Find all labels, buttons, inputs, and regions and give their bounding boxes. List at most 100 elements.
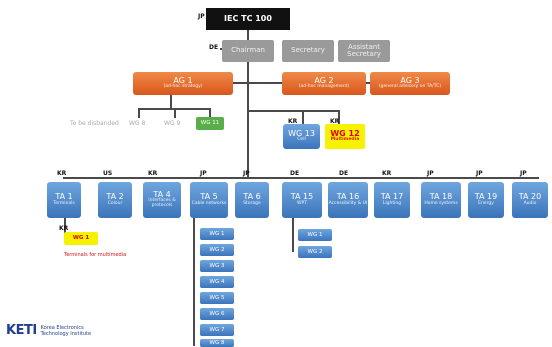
ta5-wg-box[interactable]: WG 1: [200, 228, 234, 240]
ta-sub: Accessibility & UI: [328, 200, 368, 206]
ta1-wg1-box[interactable]: WG 1: [64, 232, 98, 245]
ta-label: TA 5: [200, 192, 218, 202]
wg13-box[interactable]: WG 13 Cell: [283, 124, 320, 149]
ta20-box[interactable]: TA 20 Audio: [512, 182, 548, 218]
wg-label: WG 6: [209, 311, 225, 317]
country-flag: KR: [382, 170, 392, 177]
ta5-wg-box[interactable]: WG 4: [200, 276, 234, 288]
ta-sub: Lighting: [382, 200, 402, 206]
advisory-group-ag2[interactable]: AG 2 (ad-hoc management): [282, 72, 366, 95]
ta-label: TA 2: [106, 192, 124, 202]
wg-label: WG 1: [307, 232, 323, 238]
country-flag: US: [103, 170, 113, 177]
ta-sub: WPT: [297, 200, 307, 206]
wg-label: WG 1: [209, 231, 225, 237]
ta-label: TA 19: [474, 192, 498, 202]
ta5-box[interactable]: TA 5 Cable networks: [190, 182, 228, 218]
connector-main-vertical: [247, 28, 249, 178]
connector-ta5-sub: [193, 218, 195, 346]
wg-label: WG 13: [288, 128, 315, 138]
ag-sub: (ad-hoc strategy): [163, 84, 203, 90]
ag-label: AG 1: [173, 75, 193, 85]
connector-inactive-drop1: [138, 108, 140, 118]
ta5-wg-box[interactable]: WG 5: [200, 292, 234, 304]
ta-label: TA 18: [429, 192, 453, 202]
ta5-wg-box[interactable]: WG 3: [200, 260, 234, 272]
connector-ta15-sub: [292, 218, 294, 252]
connector-wg-bar: [247, 110, 339, 112]
country-flag: JP: [476, 170, 483, 177]
country-flag: JP: [427, 170, 434, 177]
wg-label: WG 2: [209, 247, 225, 253]
ta18-box[interactable]: TA 18 Home systems: [421, 182, 461, 218]
wg-label: WG 7: [209, 327, 225, 333]
wg-label: WG 3: [209, 263, 225, 269]
ta-sub: Energy: [478, 200, 494, 206]
ta-label: TA 17: [380, 192, 404, 202]
ta-label: TA 4: [153, 190, 171, 200]
tc100-root-box[interactable]: IEC TC 100: [206, 8, 290, 30]
keti-logo: KETI Korea Electronics Technology Instit…: [6, 323, 91, 338]
ta5-wg-box[interactable]: WG 8: [200, 339, 234, 347]
country-flag: DE: [290, 170, 300, 177]
ta4-box[interactable]: TA 4 Interfaces & protocols: [143, 182, 181, 218]
country-flag: KR: [57, 170, 67, 177]
ta17-box[interactable]: TA 17 Lighting: [374, 182, 410, 218]
connector-ag1-branch: [170, 94, 172, 108]
disbanded-note: To be disbanded: [70, 120, 119, 127]
country-flag: KR: [148, 170, 158, 177]
ta2-box[interactable]: TA 2 Colour: [98, 182, 132, 218]
wg-label: WG 12: [330, 128, 360, 138]
wg-label: WG 2: [307, 249, 323, 255]
connector-ta1-sub: [64, 218, 66, 238]
ta-label: TA 1: [55, 192, 73, 202]
wg12-box[interactable]: WG 12 Multimedia: [325, 124, 365, 149]
ta15-box[interactable]: TA 15 WPT: [282, 182, 322, 218]
ta-sub: Terminals: [53, 200, 75, 206]
wg-label: WG 1: [72, 234, 90, 241]
ta-sub: Cable networks: [191, 200, 227, 206]
ta-sub: Storage: [243, 200, 261, 206]
country-flag: JP: [520, 170, 527, 177]
logo-line2: Technology Institute: [40, 330, 92, 337]
ag-sub: (general advisory on TA/TC): [378, 84, 442, 90]
ta-label: TA 16: [336, 192, 360, 202]
ta5-wg-box[interactable]: WG 7: [200, 324, 234, 336]
ta15-wg-box[interactable]: WG 1: [298, 229, 332, 241]
wg11-box[interactable]: WG 11: [196, 117, 224, 130]
country-flag: KR: [288, 118, 298, 125]
officer-label: Assistant Secretary: [347, 42, 381, 58]
ta-sub: Colour: [107, 200, 123, 206]
logo-line1: Korea Electronics: [40, 324, 84, 331]
ta-sub: Audio: [523, 200, 537, 206]
inactive-wg: WG 8: [129, 120, 146, 127]
ta-sub: Home systems: [424, 200, 458, 206]
ta1-box[interactable]: TA 1 Terminals: [47, 182, 81, 218]
wg-label: WG 4: [209, 279, 225, 285]
ta15-wg-box[interactable]: WG 2: [298, 246, 332, 258]
country-flag: KR: [59, 225, 69, 232]
country-flag: DE: [339, 170, 349, 177]
inactive-wg: WG 9: [164, 120, 181, 127]
connector-wg12-drop: [338, 110, 340, 124]
country-flag: DE: [209, 44, 219, 51]
ta-label: TA 20: [518, 192, 542, 202]
ag-label: AG 2: [314, 75, 334, 85]
advisory-group-ag3[interactable]: AG 3 (general advisory on TA/TC): [370, 72, 450, 95]
advisory-group-ag1[interactable]: AG 1 (ad-hoc strategy): [133, 72, 233, 95]
ta5-wg-box[interactable]: WG 6: [200, 308, 234, 320]
connector-inactive-drop2: [174, 108, 176, 118]
ta16-box[interactable]: TA 16 Accessibility & UI: [328, 182, 368, 218]
officer-chairman[interactable]: Chairman: [222, 40, 274, 62]
country-flag: JP: [200, 170, 207, 177]
ta1-wg1-note: Terminals for multimedia: [64, 252, 127, 258]
ta-label: TA 6: [243, 192, 261, 202]
officer-assistant-secretary[interactable]: Assistant Secretary: [338, 40, 390, 62]
wg-sub: Multimedia: [330, 137, 360, 143]
officer-secretary[interactable]: Secretary: [282, 40, 334, 62]
ta19-box[interactable]: TA 19 Energy: [468, 182, 504, 218]
connector-ta-bar: [63, 177, 539, 179]
ta6-box[interactable]: TA 6 Storage: [235, 182, 269, 218]
ta5-wg-box[interactable]: WG 2: [200, 244, 234, 256]
connector-inactive-drop3: [209, 108, 211, 118]
